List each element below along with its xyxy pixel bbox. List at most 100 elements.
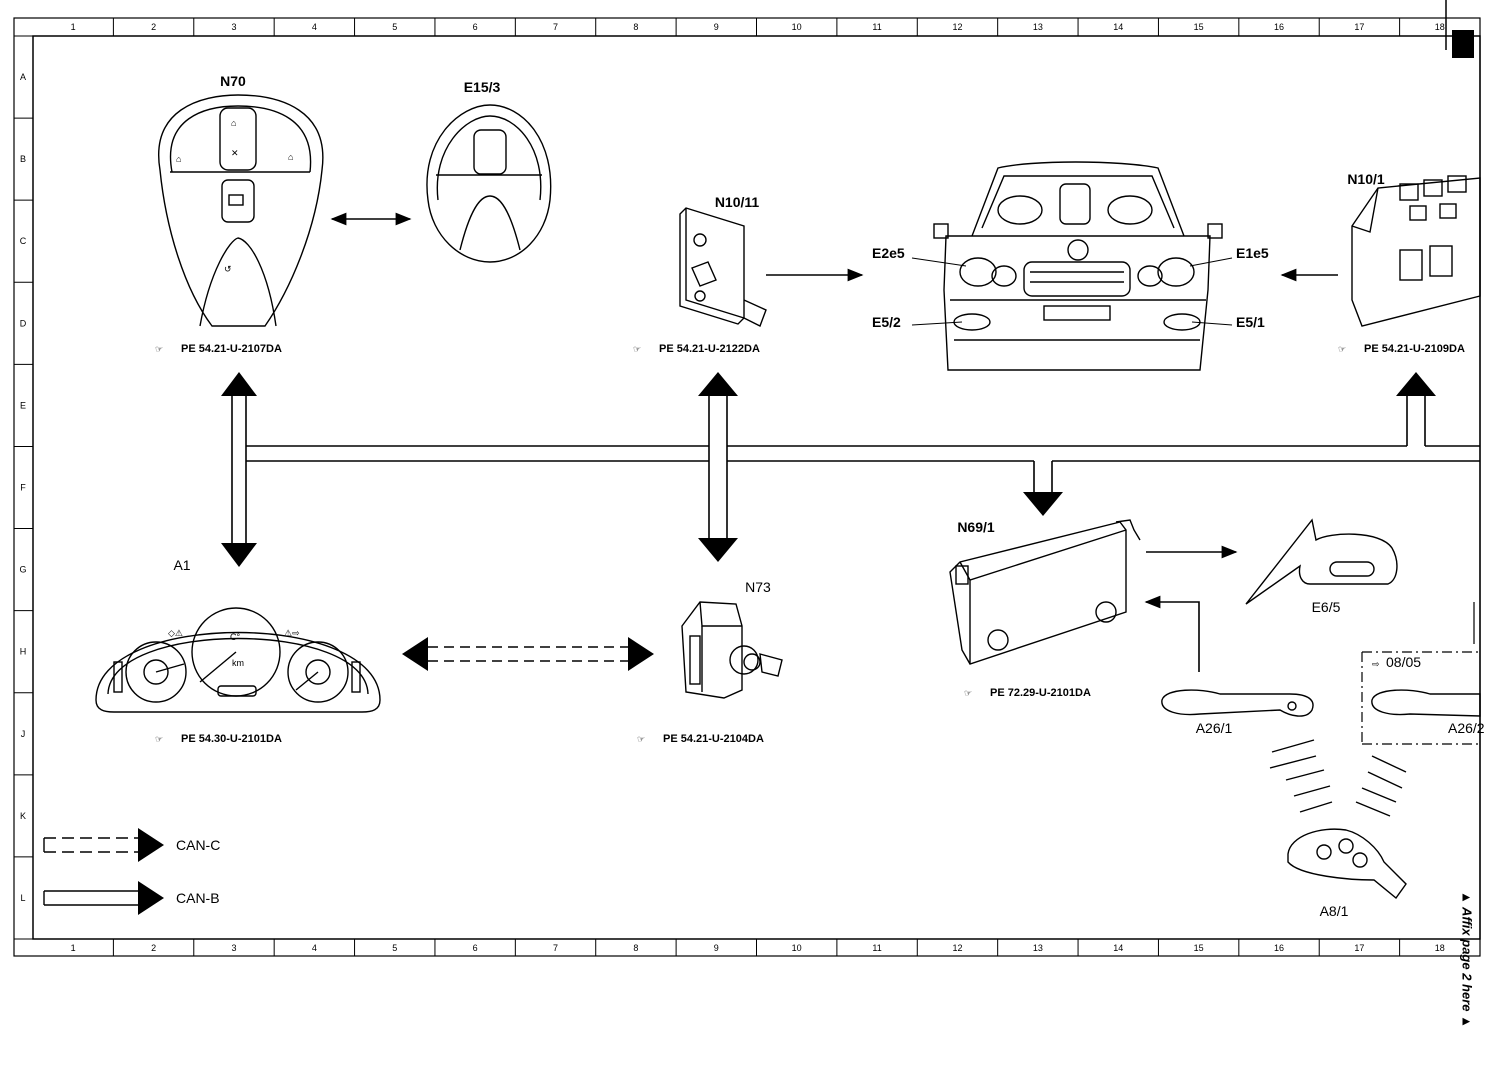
column-number: 1 — [71, 943, 76, 953]
a1-label: A1 — [173, 557, 190, 573]
column-number: 9 — [714, 22, 719, 32]
column-number: 17 — [1354, 22, 1364, 32]
column-number: 11 — [872, 943, 881, 953]
a8-1-transmitter-key[interactable] — [1287, 828, 1407, 900]
column-number: 10 — [792, 943, 802, 953]
n69-1-label: N69/1 — [957, 519, 995, 535]
a1-ref-icon: ☞ — [155, 734, 163, 744]
column-number: 18 — [1435, 22, 1445, 32]
e6-5-exterior-mirror[interactable] — [1245, 518, 1398, 605]
column-number: 8 — [633, 943, 638, 953]
row-letter: G — [19, 565, 26, 575]
a26-2-door-handle[interactable] — [1371, 689, 1481, 717]
column-number: 13 — [1033, 943, 1043, 953]
column-number: 14 — [1113, 22, 1123, 32]
a8-1-label: A8/1 — [1320, 903, 1349, 919]
can-b-bus — [246, 445, 1480, 462]
n73-ezs-ignition-switch[interactable] — [681, 601, 783, 699]
column-number: 12 — [952, 22, 962, 32]
e1e5-label: E1e5 — [1236, 245, 1269, 261]
n73-label: N73 — [745, 579, 771, 595]
n69-1-door-control-module[interactable] — [949, 519, 1141, 665]
column-number: 8 — [633, 22, 638, 32]
n10-1-label: N10/1 — [1347, 171, 1385, 187]
n70-label: N70 — [220, 73, 246, 89]
column-number: 4 — [312, 943, 317, 953]
a26-2-arrow-icon: ⇨ — [1372, 659, 1380, 669]
can-b-branch-n69-1 — [1023, 461, 1063, 516]
n70-overhead-control-panel[interactable]: ⌂ ⌂ ⌂ ✕ ↺ — [158, 94, 324, 327]
row-letter: B — [20, 154, 26, 164]
svg-text:⚠⇨: ⚠⇨ — [284, 628, 300, 638]
row-letter: H — [20, 647, 27, 657]
e5-1-label: E5/1 — [1236, 314, 1265, 330]
e5-2-label: E5/2 — [872, 314, 901, 330]
svg-text:⌂: ⌂ — [231, 118, 236, 128]
n10-11-module[interactable] — [679, 207, 767, 327]
a26-1-door-handle[interactable] — [1161, 689, 1314, 717]
svg-text:◇⚠: ◇⚠ — [168, 628, 183, 638]
e6-5-label: E6/5 — [1312, 599, 1341, 615]
column-number: 16 — [1274, 22, 1284, 32]
row-letter: D — [20, 318, 27, 328]
a26-1-label: A26/1 — [1196, 720, 1233, 736]
column-number: 18 — [1435, 943, 1445, 953]
legend-can-b-label: CAN-B — [176, 890, 220, 906]
can-b-branch-n10-11-n73 — [698, 372, 738, 562]
row-letter: E — [20, 400, 26, 410]
n73-ref: PE 54.21-U-2104DA — [663, 733, 764, 745]
row-letter: J — [21, 729, 26, 739]
can-b-branch-n10-1 — [1396, 372, 1436, 446]
row-letter: F — [20, 483, 26, 493]
legend-can-c — [43, 828, 164, 862]
n70-ref: PE 54.21-U-2107DA — [181, 343, 282, 355]
n10-1-ref: PE 54.21-U-2109DA — [1364, 343, 1465, 355]
column-number: 7 — [553, 22, 558, 32]
column-number: 6 — [473, 943, 478, 953]
e15-3-label: E15/3 — [464, 79, 501, 95]
column-number: 3 — [231, 943, 236, 953]
n69-1-ref: PE 72.29-U-2101DA — [990, 687, 1091, 699]
row-letter: K — [20, 811, 26, 821]
column-number: 3 — [231, 22, 236, 32]
a1-gauge-unit: km — [232, 658, 244, 668]
vehicle-front-view — [933, 161, 1223, 371]
column-number: 5 — [392, 22, 397, 32]
column-number: 12 — [952, 943, 962, 953]
column-number: 17 — [1354, 943, 1364, 953]
a1-ref: PE 54.30-U-2101DA — [181, 733, 282, 745]
legend-can-c-label: CAN-C — [176, 837, 220, 853]
n10-1-sam-module[interactable] — [1351, 175, 1481, 327]
e2e5-label: E2e5 — [872, 245, 905, 261]
svg-text:✕: ✕ — [231, 148, 239, 158]
e15-3-panel[interactable] — [426, 104, 552, 263]
column-number: 7 — [553, 943, 558, 953]
column-number: 11 — [872, 22, 881, 32]
column-number: 9 — [714, 943, 719, 953]
affix-page-note: ▲ Affix page 2 here ▲ — [1452, 880, 1475, 1050]
a26-2-option-box — [1361, 602, 1480, 745]
column-number: 16 — [1274, 943, 1284, 953]
a1-instrument-cluster[interactable]: ◇⚠ ⚠⇨ — [95, 607, 381, 713]
a26-2-date-note: 08/05 — [1386, 654, 1421, 670]
column-number: 15 — [1194, 943, 1204, 953]
a1-gauge-temp: C° — [230, 632, 240, 642]
page-corner-marker — [1452, 30, 1474, 58]
n69-1-ref-icon: ☞ — [964, 688, 972, 698]
column-number: 1 — [71, 22, 76, 32]
column-number: 2 — [151, 943, 156, 953]
can-c-link-a1-n73 — [402, 637, 654, 671]
vehicle-leader-lines — [911, 257, 1233, 326]
svg-text:⌂: ⌂ — [176, 154, 181, 164]
n10-11-label: N10/11 — [715, 194, 760, 210]
column-number: 4 — [312, 22, 317, 32]
a26-2-label: A26/2 — [1448, 720, 1485, 736]
can-b-branch-n70-a1 — [221, 372, 257, 567]
sheet-frame — [13, 17, 1481, 957]
column-number: 2 — [151, 22, 156, 32]
column-number: 6 — [473, 22, 478, 32]
